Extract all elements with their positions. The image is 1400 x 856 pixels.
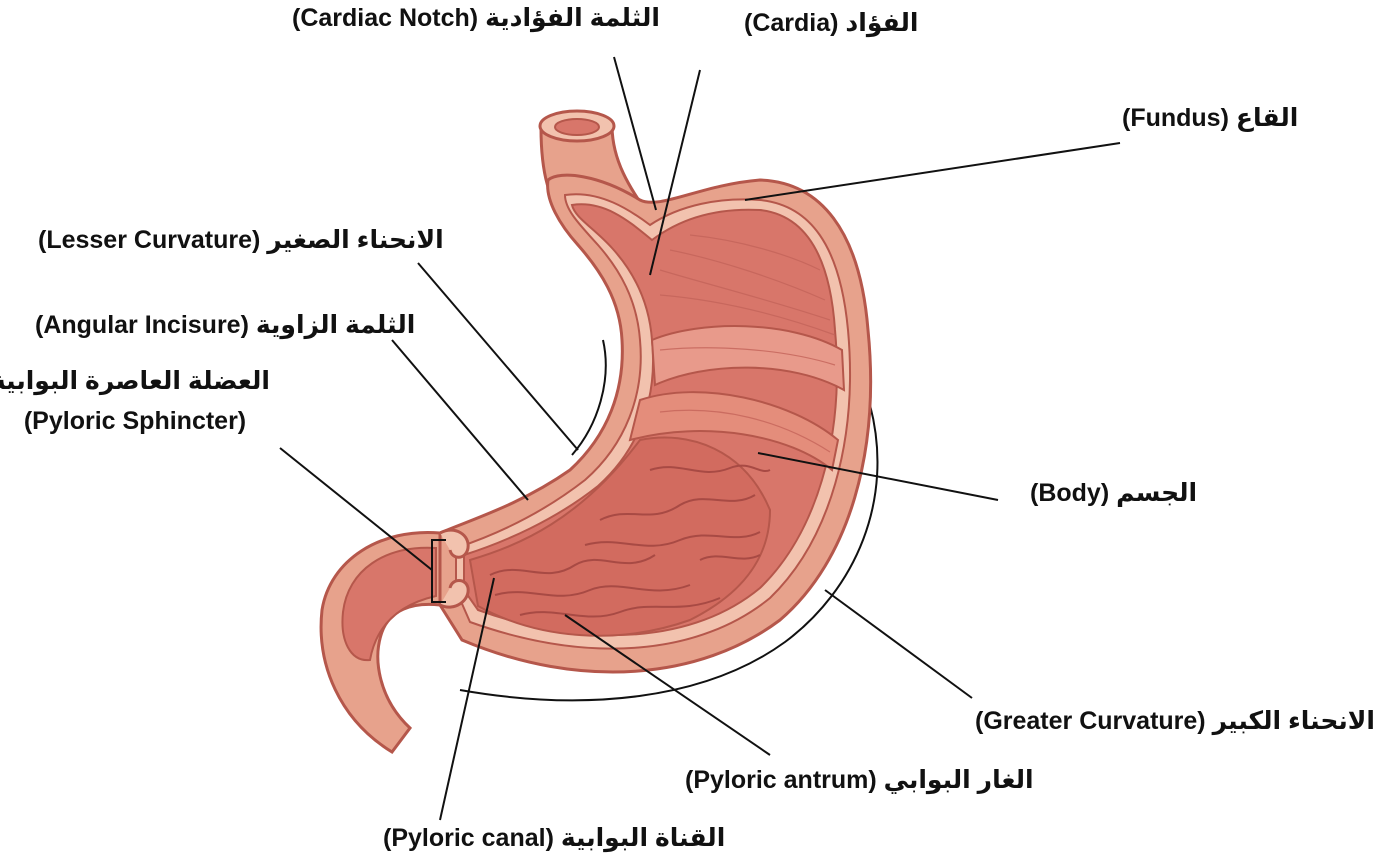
label-body-ar: الجسم (1116, 479, 1198, 507)
label-cardiac-notch: (Cardiac Notch) الثلمة الفؤادية (292, 3, 660, 33)
muscle-band-2 (628, 391, 840, 472)
muscle-band-1 (650, 325, 846, 392)
label-lesser-curvature-en: (Lesser Curvature) (38, 226, 261, 254)
label-angular-incisure-ar: الثلمة الزاوية (255, 311, 416, 339)
label-cardiac-notch-en: (Cardiac Notch) (292, 4, 479, 32)
label-pyloric-canal-ar: القناة البوابية (560, 824, 726, 852)
leader-pyloric-sphincter (279, 447, 433, 571)
label-pyloric-antrum: (Pyloric antrum) الغار البوابي (685, 765, 1034, 795)
label-cardia-ar: الفؤاد (845, 9, 919, 37)
leader-pyloric-canal (439, 577, 495, 821)
label-fundus: (Fundus) القاع (1122, 103, 1298, 133)
label-lesser-curvature: (Lesser Curvature) الانحناء الصغير (38, 225, 444, 255)
label-fundus-ar: القاع (1235, 104, 1299, 132)
leader-greater-curvature (824, 589, 973, 699)
pyloric-sphincter-bracket (431, 539, 446, 603)
label-pyloric-antrum-en: (Pyloric antrum) (685, 766, 877, 794)
label-pyloric-antrum-ar: الغار البوابي (883, 766, 1034, 794)
leader-cardia (649, 69, 701, 276)
label-angular-incisure: (Angular Incisure) الثلمة الزاوية (35, 310, 415, 340)
label-fundus-en: (Fundus) (1122, 104, 1229, 132)
label-cardia: (Cardia) الفؤاد (744, 8, 918, 38)
pyloric-sphincter-ring (439, 528, 470, 609)
label-greater-curvature-en: (Greater Curvature) (975, 707, 1206, 735)
label-body-en: (Body) (1030, 479, 1110, 507)
label-body: (Body) الجسم (1030, 478, 1197, 508)
leader-cardiac-notch (613, 56, 657, 211)
label-angular-incisure-en: (Angular Incisure) (35, 311, 249, 339)
leader-lines (279, 56, 1121, 821)
leader-fundus (744, 142, 1121, 201)
leader-body (757, 452, 999, 501)
label-lesser-curvature-ar: الانحناء الصغير (267, 226, 444, 254)
label-pyloric-sphincter-ar: العضلة العاصرة البوابية (0, 367, 270, 395)
muscle-striations (659, 234, 836, 453)
label-greater-curvature: (Greater Curvature) الانحناء الكبير (975, 706, 1375, 736)
label-cardiac-notch-ar: الثلمة الفؤادية (485, 4, 660, 32)
rugae-folds (489, 464, 771, 618)
leader-lesser-curvature (417, 262, 579, 451)
rugae-region (468, 436, 772, 637)
label-pyloric-canal-en: (Pyloric canal) (383, 824, 554, 852)
label-cardia-en: (Cardia) (744, 9, 839, 37)
label-greater-curvature-ar: الانحناء الكبير (1212, 707, 1375, 735)
leader-angular-incisure (391, 339, 529, 501)
esophagus-lumen (554, 118, 600, 136)
lesser-curvature-contour (571, 339, 607, 456)
duodenum-lumen (341, 546, 437, 662)
greater-curvature-contour (459, 404, 879, 702)
label-pyloric-sphincter: العضلة العاصرة البوابية (Pyloric Sphinct… (0, 366, 270, 436)
label-pyloric-canal: (Pyloric canal) القناة البوابية (383, 823, 725, 853)
label-pyloric-sphincter-en: (Pyloric Sphincter) (23, 407, 247, 435)
leader-pyloric-antrum (564, 614, 771, 756)
